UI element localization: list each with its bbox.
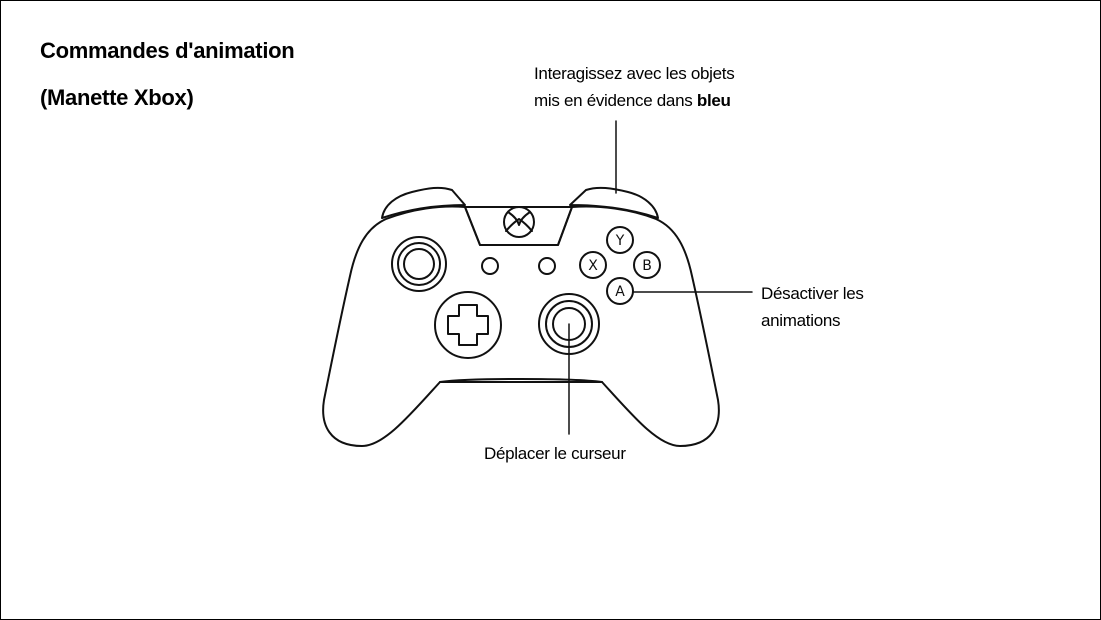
callout-disable-line2: animations bbox=[761, 311, 841, 330]
b-button-icon bbox=[633, 251, 661, 279]
callout-move-cursor: Déplacer le curseur bbox=[484, 444, 626, 463]
b-button-letter: B bbox=[642, 258, 652, 274]
callout-interact-line2: mis en évidence dans bleu bbox=[534, 87, 734, 114]
diagram-subtitle: (Manette Xbox) bbox=[40, 85, 194, 110]
callout-disable-animations: Désactiver les animations bbox=[761, 280, 864, 334]
a-button-letter: A bbox=[615, 284, 625, 300]
left-stick-icon bbox=[391, 236, 447, 292]
callout-interact-prefix: mis en évidence dans bbox=[534, 91, 697, 110]
left-bumper bbox=[381, 186, 466, 219]
callout-interact-highlight: bleu bbox=[696, 91, 731, 110]
view-button-icon bbox=[481, 257, 499, 275]
x-button-icon bbox=[579, 251, 607, 279]
callout-disable-line1: Désactiver les bbox=[761, 284, 864, 303]
controller-body bbox=[322, 205, 720, 447]
diagram-title: Commandes d'animation bbox=[40, 38, 295, 63]
callout-interact: Interagissez avec les objets mis en évid… bbox=[534, 60, 735, 114]
x-button-letter: X bbox=[588, 258, 598, 274]
guide-panel bbox=[464, 206, 573, 246]
y-button-letter: Y bbox=[615, 233, 625, 249]
dpad-icon bbox=[434, 291, 502, 359]
controller-grip-curve bbox=[439, 378, 603, 383]
menu-button-icon bbox=[538, 257, 556, 275]
a-button-icon bbox=[606, 277, 634, 305]
right-bumper bbox=[569, 186, 659, 219]
y-button-icon bbox=[606, 226, 634, 254]
callout-interact-line1: Interagissez avec les objets bbox=[534, 64, 735, 83]
xbox-logo-icon bbox=[503, 206, 535, 238]
